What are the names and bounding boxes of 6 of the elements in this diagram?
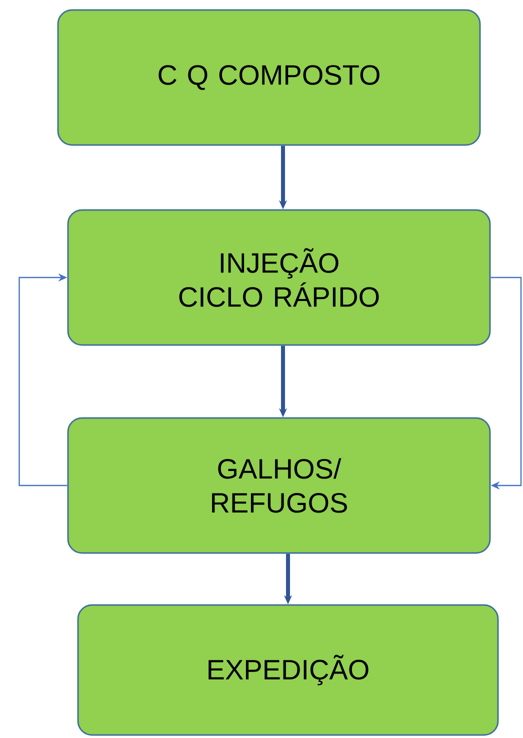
process-box: INJEÇÃO CICLO RÁPIDO [67,209,491,346]
arrow [490,276,522,490]
arrow [18,273,68,486]
process-box: C Q COMPOSTO [57,9,481,146]
process-box: GALHOS/ REFUGOS [67,417,491,554]
process-box: EXPEDIÇÃO [77,604,499,736]
